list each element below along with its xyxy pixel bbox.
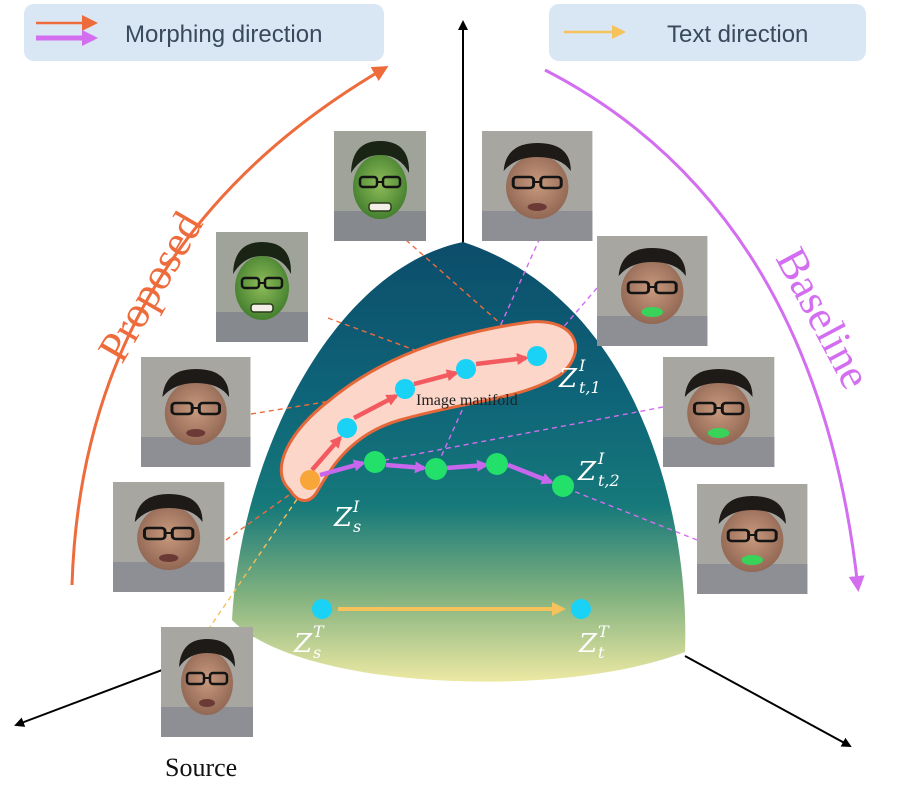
connector-orange-2	[327, 317, 467, 370]
source-label: Source	[165, 753, 237, 782]
z-t-t-sub: t	[598, 643, 605, 662]
legend-morphing-box	[24, 4, 384, 61]
proposed-label: Proposed	[88, 204, 212, 370]
label-z-t2-i: Z I t,2	[577, 449, 620, 490]
z-t2-i-base: Z	[577, 457, 597, 487]
baseline-node-3	[486, 453, 508, 475]
z-t1-i-sub: t,1	[579, 378, 601, 397]
proposed-arc	[70, 65, 389, 586]
baseline-node-4	[552, 475, 574, 497]
face-thumbnail-baseline-1	[480, 129, 594, 243]
baseline-step-3	[445, 459, 489, 472]
face-thumbnail-proposed-2	[214, 230, 310, 344]
face-thumbnail-source	[159, 625, 255, 739]
image-manifold-label: Image manifold	[416, 392, 518, 409]
face-thumbnail-proposed-3	[139, 355, 252, 469]
proposed-node-4	[527, 346, 547, 366]
legend-morphing: Morphing direction	[24, 4, 384, 61]
proposed-step-2	[352, 394, 399, 420]
proposed-step-3	[413, 369, 459, 387]
z-s-t-base: Z	[293, 629, 313, 659]
proposed-node-3	[456, 359, 476, 379]
label-z-t1-i: Z I t,1	[558, 356, 601, 397]
z-t2-i-sub: t,2	[598, 471, 620, 490]
legend-text-label: Text direction	[667, 21, 808, 48]
baseline-node-2	[425, 458, 447, 480]
face-thumbnail-baseline-2	[595, 234, 709, 348]
label-z-t-t: Z T t	[578, 622, 610, 662]
z-t-t-base: Z	[578, 629, 598, 659]
baseline-path	[319, 459, 554, 485]
face-thumbnail-proposed-1	[332, 129, 428, 243]
baseline-step-4	[507, 462, 554, 485]
legend-text-box	[549, 4, 866, 61]
connector-purple-3	[374, 406, 664, 463]
connector-purple-4	[562, 486, 698, 541]
axis-right	[684, 655, 852, 747]
proposed-step-4	[475, 353, 529, 367]
proposed-node-1	[337, 418, 357, 438]
z-s-i-sub: s	[353, 517, 361, 536]
z-t1-i-sup: I	[578, 356, 586, 375]
legend-text-direction: Text direction	[549, 4, 866, 61]
z-t1-i-base: Z	[558, 364, 578, 394]
proposed-node-2	[395, 379, 415, 399]
baseline-step-1	[319, 459, 366, 478]
baseline-step-2	[385, 461, 427, 474]
proposed-path	[310, 353, 529, 472]
z-s-i-base: Z	[333, 503, 353, 533]
face-thumbnail-baseline-4	[695, 482, 809, 596]
face-thumbnail-baseline-3	[661, 355, 776, 469]
baseline-arc	[544, 68, 865, 592]
legend-morphing-label: Morphing direction	[125, 21, 322, 48]
proposed-step-1	[310, 435, 342, 472]
text-source-node	[312, 599, 332, 619]
label-z-s-i: Z I s	[333, 497, 361, 536]
z-t2-i-sup: I	[597, 449, 605, 468]
z-s-t-sub: s	[313, 643, 321, 662]
baseline-node-1	[364, 451, 386, 473]
z-t-t-sup: T	[598, 622, 610, 641]
baseline-label: Baseline	[766, 240, 880, 397]
z-s-i-sup: I	[352, 497, 360, 516]
z-s-t-sup: T	[313, 622, 325, 641]
source-image-node	[300, 470, 320, 490]
label-z-s-t: Z T s	[293, 622, 325, 662]
connector-source	[207, 479, 311, 631]
face-thumbnail-proposed-4	[111, 480, 226, 594]
text-target-node	[571, 599, 591, 619]
